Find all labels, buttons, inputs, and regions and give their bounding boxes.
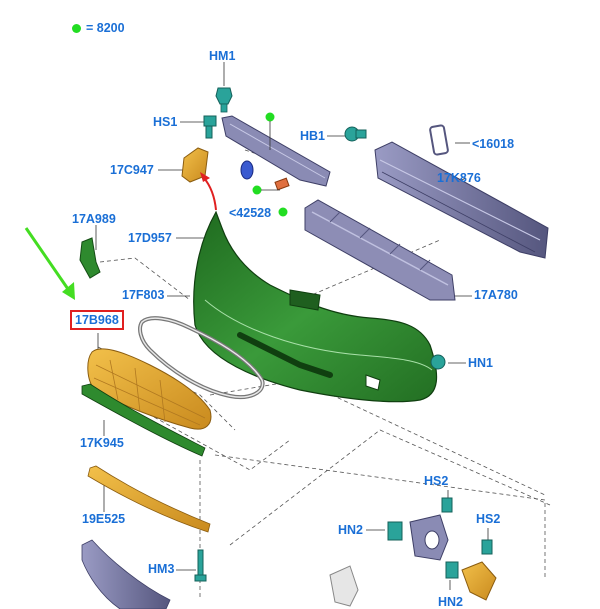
label-hn2-left[interactable]: HN2 [338,523,364,537]
part-42528-badge [240,160,290,191]
label-hs2-right[interactable]: HS2 [476,512,501,526]
fastener-hm1 [215,87,233,113]
label-hn2-bottom[interactable]: HN2 [438,595,464,609]
fastener-hn1 [430,354,446,370]
part-17b968-grille [87,348,212,430]
part-17k876-reinforcement [374,124,549,259]
legend-markers [252,112,288,217]
red-arrowhead [200,172,210,182]
label-42528[interactable]: <42528 [229,206,272,220]
part-lower-panel [81,539,171,609]
label-17k945[interactable]: 17K945 [80,436,124,450]
legend-text: = 8200 [86,21,125,35]
legend-marker [72,23,81,33]
part-upper-bracket [221,115,331,187]
part-19e525-strip [87,465,211,533]
label-17b968-highlighted[interactable]: 17B968 [70,310,124,330]
fastener-hm3 [194,549,207,582]
part-17a989-bracket [79,237,101,279]
part-17f803-grille-surround [138,316,265,399]
label-16018[interactable]: <16018 [472,137,515,151]
label-17a780[interactable]: 17A780 [474,288,518,302]
fastener-hs1 [203,115,217,139]
label-hs2-upper[interactable]: HS2 [424,474,449,488]
part-17a780-absorber [304,199,456,301]
fastener-hb1 [344,126,367,142]
label-19e525[interactable]: 19E525 [82,512,126,526]
label-hm1[interactable]: HM1 [209,49,236,63]
part-fog-lamp-bracket [387,497,497,601]
label-hb1[interactable]: HB1 [300,129,326,143]
label-17f803[interactable]: 17F803 [122,288,165,302]
part-17k945-strip [81,383,206,457]
label-17a989[interactable]: 17A989 [72,212,116,226]
part-17d957-bumper-cover [193,210,438,403]
red-direction-arrow [203,177,217,211]
part-fog-lamp [329,565,359,607]
label-hn1[interactable]: HN1 [468,356,494,370]
label-17c947[interactable]: 17C947 [110,163,154,177]
label-hm3[interactable]: HM3 [148,562,175,576]
highlight-arrow [24,227,75,300]
label-17d957[interactable]: 17D957 [128,231,172,245]
legend: = 8200 [72,21,125,35]
label-hs1[interactable]: HS1 [153,115,178,129]
label-17k876[interactable]: 17K876 [437,171,481,185]
